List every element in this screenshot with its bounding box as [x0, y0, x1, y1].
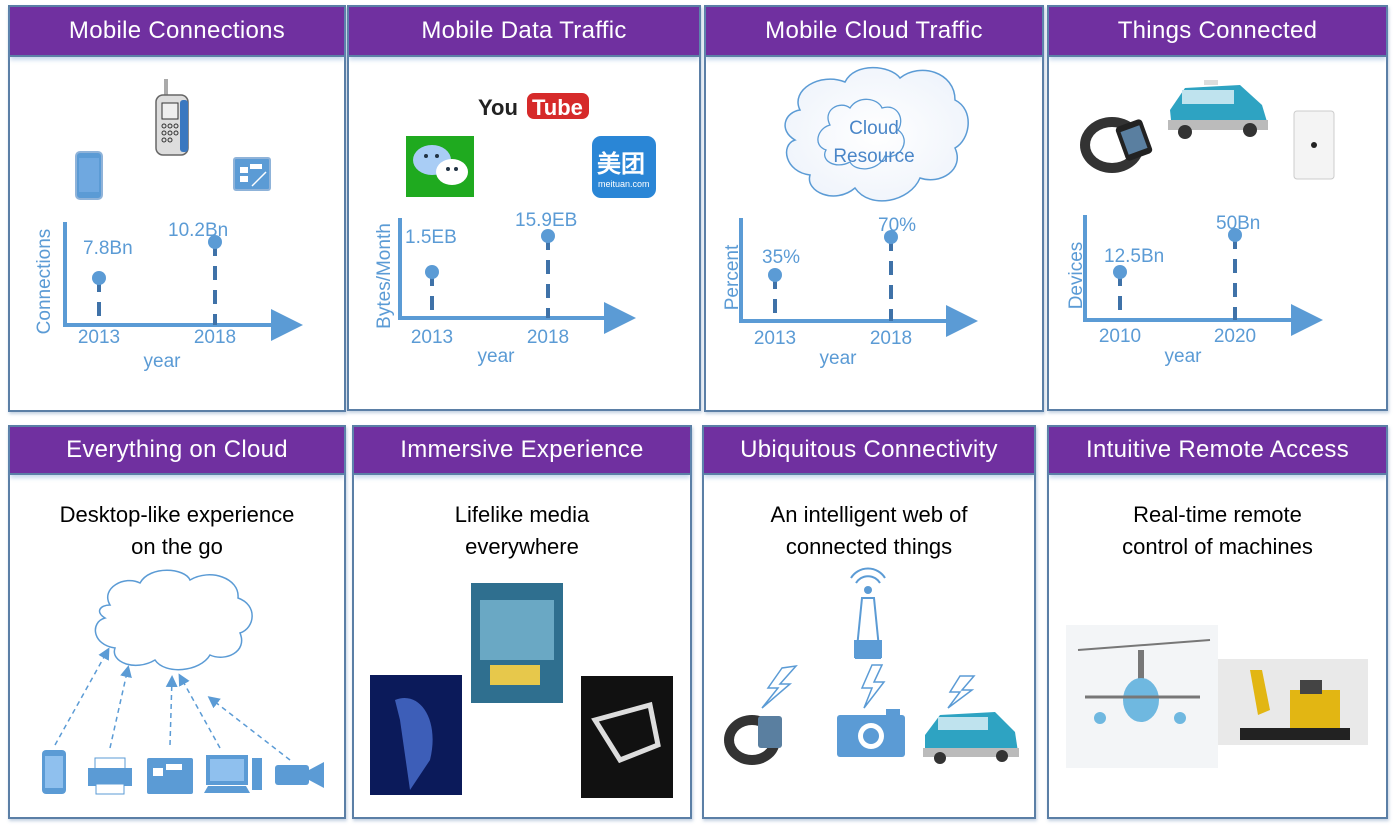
connected-things-illustration — [724, 567, 1019, 765]
data-point — [884, 230, 898, 244]
wifi-antenna-icon — [850, 567, 886, 659]
svg-text:Cloud: Cloud — [849, 118, 899, 139]
x-tick-label: 2010 — [1099, 326, 1141, 347]
panel-title: Everything on Cloud — [10, 427, 344, 475]
smartwatch-image — [724, 715, 782, 765]
y-axis-label: Percent — [722, 244, 743, 310]
camera-icon — [837, 709, 905, 757]
data-label: 7.8Bn — [83, 238, 133, 259]
cell-phone-icon — [155, 79, 189, 156]
smartwatch-image — [1080, 117, 1153, 173]
y-axis-label: Connections — [34, 229, 55, 335]
panel-title: Immersive Experience — [354, 427, 690, 475]
data-label: 1.5EB — [405, 227, 457, 248]
x-axis-label: year — [144, 351, 182, 372]
data-point — [1228, 228, 1242, 242]
data-point — [208, 235, 222, 249]
panel-mobile-data-traffic: Mobile Data Traffic — [347, 5, 701, 411]
panel-title: Ubiquitous Connectivity — [704, 427, 1034, 475]
wechat-logo — [406, 136, 474, 197]
x-tick-label: 2018 — [194, 327, 236, 348]
x-tick-label: 2018 — [870, 328, 912, 349]
data-point — [541, 229, 555, 243]
x-axis-label: year — [820, 348, 858, 369]
x-tick-label: 2018 — [527, 327, 569, 348]
x-axis-label: year — [478, 346, 516, 367]
panel-mobile-connections: Mobile Connections — [8, 5, 346, 412]
smartphone-icon — [75, 151, 103, 200]
svg-text:You: You — [478, 95, 518, 120]
ipad-image — [1293, 110, 1335, 180]
excavator-photo — [1218, 659, 1368, 745]
svg-text:meituan.com: meituan.com — [598, 179, 650, 189]
x-tick-label: 2013 — [411, 327, 453, 348]
cloud-resource-icon: Cloud Resource — [784, 66, 969, 202]
smartphone-icon — [42, 750, 66, 794]
y-axis-label: Devices — [1066, 242, 1087, 310]
lightning-icon — [761, 664, 976, 709]
x-tick-label: 2013 — [78, 327, 120, 348]
movie-poster — [471, 583, 563, 703]
svg-text:Resource: Resource — [833, 146, 914, 167]
panel-title: Intuitive Remote Access — [1049, 427, 1386, 475]
y-axis-label: Bytes/Month — [374, 223, 395, 329]
taxi-image — [1168, 80, 1268, 139]
printer-icon — [88, 757, 132, 795]
tablet-icon — [147, 758, 193, 794]
panel-title: Mobile Connections — [10, 7, 344, 57]
data-point — [1113, 265, 1127, 279]
panel-title: Mobile Cloud Traffic — [706, 7, 1042, 57]
taxi-image — [923, 712, 1019, 764]
desktop-computer-icon — [204, 755, 262, 793]
smart-glasses-photo — [581, 676, 673, 798]
panel-things-connected: Things Connected — [1047, 5, 1388, 411]
svg-text:Tube: Tube — [532, 95, 583, 120]
youtube-logo: You Tube — [478, 93, 589, 120]
panel-title: Mobile Data Traffic — [349, 7, 699, 57]
concert-photo — [370, 675, 462, 795]
data-label: 50Bn — [1216, 213, 1260, 234]
data-point — [92, 271, 106, 285]
data-label: 10.2Bn — [168, 220, 228, 241]
panel-title: Things Connected — [1049, 7, 1386, 57]
data-label: 15.9EB — [515, 210, 577, 231]
helicopter-photo — [1066, 625, 1218, 768]
data-label: 35% — [762, 247, 800, 268]
video-camera-icon — [275, 762, 324, 788]
data-label: 12.5Bn — [1104, 246, 1164, 267]
tablet-icon — [233, 157, 271, 191]
svg-text:美团: 美团 — [597, 150, 645, 178]
x-axis-label: year — [1165, 346, 1203, 367]
panel-mobile-cloud-traffic: Mobile Cloud Traffic — [704, 5, 1044, 412]
cloud-devices-illustration — [42, 569, 324, 795]
data-point — [768, 268, 782, 282]
data-point — [425, 265, 439, 279]
data-label: 70% — [878, 215, 916, 236]
x-tick-label: 2013 — [754, 328, 796, 349]
x-tick-label: 2020 — [1214, 326, 1256, 347]
